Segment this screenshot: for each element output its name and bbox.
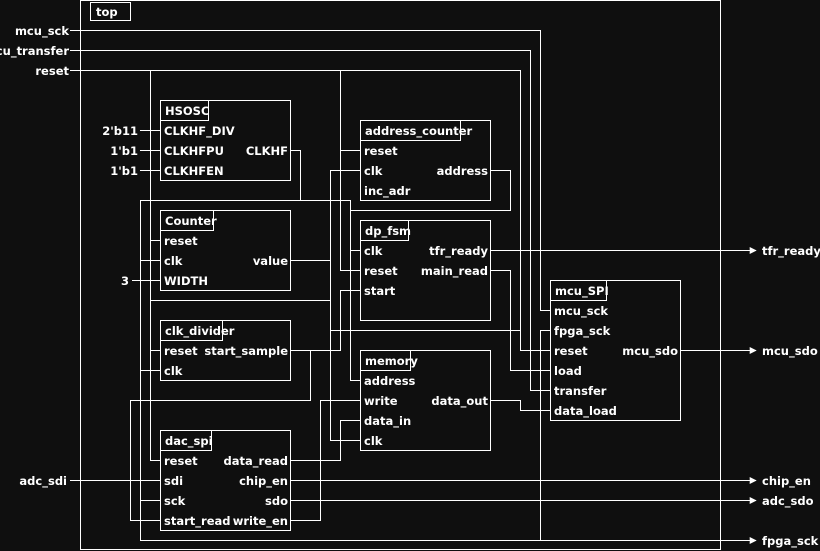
port-adc-sdo: adc_sdo — [762, 494, 814, 509]
const-clkhf-div: 2'b11 — [102, 124, 138, 138]
wire-data-out — [490, 400, 550, 411]
counter-block — [160, 210, 291, 291]
memory-pin-clk: clk — [364, 434, 383, 448]
dp-fsm-title: dp_fsm — [365, 224, 411, 239]
hsosc-pin-clkhfpu: CLKHFPU — [164, 144, 224, 158]
wire-clk-fsm — [300, 200, 360, 251]
dac-spi-pin-start-read: start_read — [164, 514, 230, 529]
port-reset: reset — [35, 64, 69, 78]
dac-spi-pin-sdo: sdo — [265, 494, 288, 508]
port-fpga-sck: fpga_sck — [762, 534, 819, 549]
port-tfr-ready: tfr_ready — [762, 244, 820, 259]
memory-pin-address: address — [364, 374, 416, 388]
clk-divider-title-box — [160, 320, 223, 341]
hsosc-title-box — [160, 100, 209, 121]
wire-start-sample-dac — [130, 350, 311, 521]
port-mcu-sdo: mcu_sdo — [762, 344, 818, 359]
const-width: 3 — [121, 274, 129, 288]
counter-title: Counter — [165, 214, 217, 228]
memory-pin-data-in: data_in — [364, 414, 411, 429]
wire-clkhf — [140, 150, 301, 261]
mcu-spi-pin-transfer: transfer — [554, 384, 607, 398]
counter-pin-reset: reset — [164, 234, 198, 248]
dp-fsm-pin-start: start — [364, 284, 396, 298]
counter-pin-clk: clk — [164, 254, 183, 268]
mcu-spi-pin-fpga-sck: fpga_sck — [554, 324, 611, 339]
hsosc-pin-clkhf: CLKHF — [246, 144, 288, 158]
address-counter-pin-address: address — [437, 164, 489, 178]
address-counter-title: address_counter — [365, 124, 473, 139]
mcu-spi-pin-mcu-sck: mcu_sck — [554, 304, 608, 319]
counter-title-box — [160, 210, 214, 231]
address-counter-pin-clk: clk — [364, 164, 383, 178]
top-module-label: top — [96, 5, 118, 19]
mcu-spi-title: mcu_SPI — [555, 284, 609, 299]
hsosc-pin-clkhfen: CLKHFEN — [164, 164, 224, 178]
top-module-frame — [80, 0, 721, 550]
const-clkhfen: 1'b1 — [110, 164, 138, 178]
dp-fsm-title-box — [360, 220, 409, 241]
clk-divider-pin-reset: reset — [164, 344, 198, 358]
wire-data-read — [290, 420, 360, 461]
dac-spi-pin-write-en: write_en — [233, 514, 288, 529]
port-mcu-transfer: mcu_transfer — [0, 44, 69, 59]
wire-main-read — [490, 270, 550, 371]
hsosc-title: HSOSC — [165, 104, 209, 118]
memory-pin-write: write — [364, 394, 398, 408]
hsosc-pin-clkhf-div: CLKHF_DIV — [164, 124, 235, 139]
wire-fsm-loop — [150, 300, 521, 331]
wire-clk-memory — [350, 250, 360, 381]
mcu-spi-pin-reset: reset — [554, 344, 588, 358]
top-module-tab — [90, 2, 131, 21]
counter-pin-width: WIDTH — [164, 274, 208, 288]
memory-title: memory — [365, 354, 418, 368]
clk-divider-title: clk_divider — [165, 324, 235, 339]
dac-spi-pin-reset: reset — [164, 454, 198, 468]
const-clkhfpu: 1'b1 — [110, 144, 138, 158]
dac-spi-title-box — [160, 430, 212, 451]
address-counter-pin-inc-adr: inc_adr — [364, 184, 411, 199]
dp-fsm-pin-main-read: main_read — [421, 264, 488, 279]
dac-spi-pin-chip-en: chip_en — [239, 474, 288, 489]
dp-fsm-pin-clk: clk — [364, 244, 383, 258]
wire-counter-value — [290, 170, 360, 261]
wire-reset — [70, 70, 550, 351]
clk-divider-pin-clk: clk — [164, 364, 183, 378]
dac-spi-pin-sck: sck — [164, 494, 186, 508]
dp-fsm-pin-tfr-ready: tfr_ready — [429, 244, 488, 259]
hsosc-block — [160, 100, 291, 181]
counter-pin-value: value — [253, 254, 288, 268]
mcu-spi-title-box — [550, 280, 607, 301]
wire-address — [350, 170, 511, 211]
address-counter-title-box — [360, 120, 461, 141]
mcu-spi-pin-load: load — [554, 364, 582, 378]
wire-write-en — [290, 400, 360, 521]
dac-spi-pin-sdi: sdi — [164, 474, 183, 488]
mcu-spi-pin-data-load: data_load — [554, 404, 617, 419]
wire-reset-counter — [150, 70, 160, 461]
clk-divider-pin-start-sample: start_sample — [204, 344, 288, 359]
dac-spi-title: dac_spi — [165, 434, 213, 449]
dp-fsm-pin-reset: reset — [364, 264, 398, 278]
port-chip-en: chip_en — [762, 474, 811, 489]
dac-spi-pin-data-read: data_read — [224, 454, 288, 469]
port-adc-sdi: adc_sdi — [19, 474, 67, 489]
wire-reset-blocks — [340, 70, 360, 271]
wire-mcu-sck — [70, 30, 550, 311]
mcu-spi-pin-mcu-sdo: mcu_sdo — [622, 344, 678, 359]
memory-title-box — [360, 350, 411, 371]
memory-pin-data-out: data_out — [431, 394, 488, 409]
address-counter-pin-reset: reset — [364, 144, 398, 158]
wire-start-sample — [290, 290, 360, 351]
port-mcu-sck: mcu_sck — [15, 24, 69, 39]
